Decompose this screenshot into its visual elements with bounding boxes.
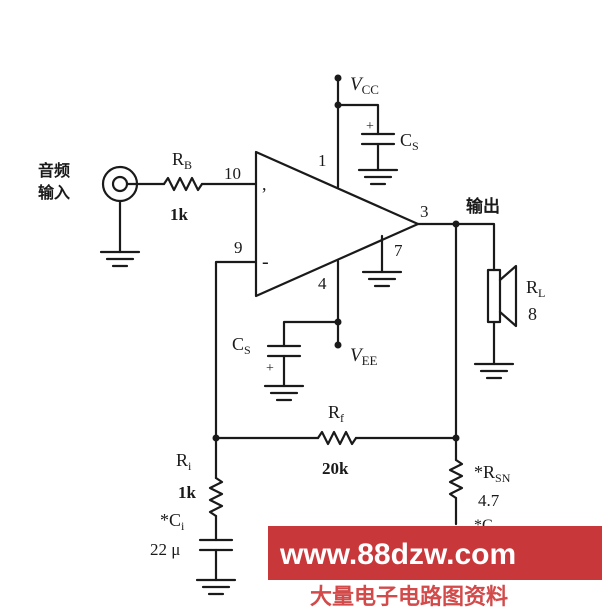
cs-bottom-label: CS	[232, 334, 251, 357]
output-label: 输出	[466, 196, 500, 217]
pin-9-label: 9	[234, 238, 243, 257]
watermark-url: www.88dzw.com	[279, 538, 516, 571]
vee-label: VEE	[350, 345, 378, 368]
ground-symbol-cs-top	[357, 168, 399, 186]
cs-top-label: CS	[400, 130, 419, 153]
ground-symbol-cs-bottom	[263, 384, 305, 402]
ground-symbol-pin7	[361, 270, 403, 288]
rsn-value: 4.7	[478, 491, 500, 510]
audio-input-label: 音频	[38, 161, 70, 180]
cs-top-plus: +	[366, 119, 374, 134]
cs-bottom-plus: +	[266, 361, 274, 376]
pin-7-label: 7	[394, 241, 403, 260]
resistor-rb	[162, 176, 204, 192]
ci-value: 22 μ	[150, 540, 180, 559]
rb-value: 1k	[170, 205, 189, 224]
audio-input-jack	[101, 165, 139, 254]
rb-label: RB	[172, 149, 192, 172]
rsn-label: *RSN	[474, 462, 511, 485]
ri-value: 1k	[178, 483, 197, 502]
capacitor-ci	[198, 538, 234, 582]
ci-label: *Ci	[160, 510, 185, 533]
audio-input-label-line2: 输入	[38, 183, 70, 202]
speaker-rl	[486, 264, 518, 328]
pin-4-label: 4	[318, 274, 327, 293]
op-amp-triangle	[254, 150, 420, 298]
ground-symbol-ci	[195, 578, 237, 596]
ground-symbol-input	[99, 250, 141, 268]
plus-input-mark: ,	[262, 174, 267, 194]
capacitor-cs-bottom	[266, 344, 302, 388]
capacitor-cs-top	[360, 132, 396, 172]
rl-value: 8	[528, 304, 537, 324]
pin-10-label: 10	[224, 164, 241, 183]
rl-label: RL	[526, 277, 545, 300]
rf-label: Rf	[328, 402, 344, 425]
pin-1-label: 1	[318, 151, 327, 170]
watermark-subtitle: 大量电子电路图资料	[310, 584, 508, 610]
rf-value: 20k	[322, 459, 349, 478]
resistor-rf	[316, 430, 358, 446]
minus-input-mark: -	[262, 251, 269, 273]
resistor-ri	[208, 476, 224, 518]
resistor-rsn	[448, 458, 464, 500]
ri-label: Ri	[176, 450, 192, 473]
watermark-banner: www.88dzw.com 大量电子电路图资料	[268, 526, 602, 610]
pin-3-label: 3	[420, 202, 429, 221]
ground-symbol-speaker	[473, 362, 515, 380]
vcc-label: VCC	[350, 74, 379, 97]
